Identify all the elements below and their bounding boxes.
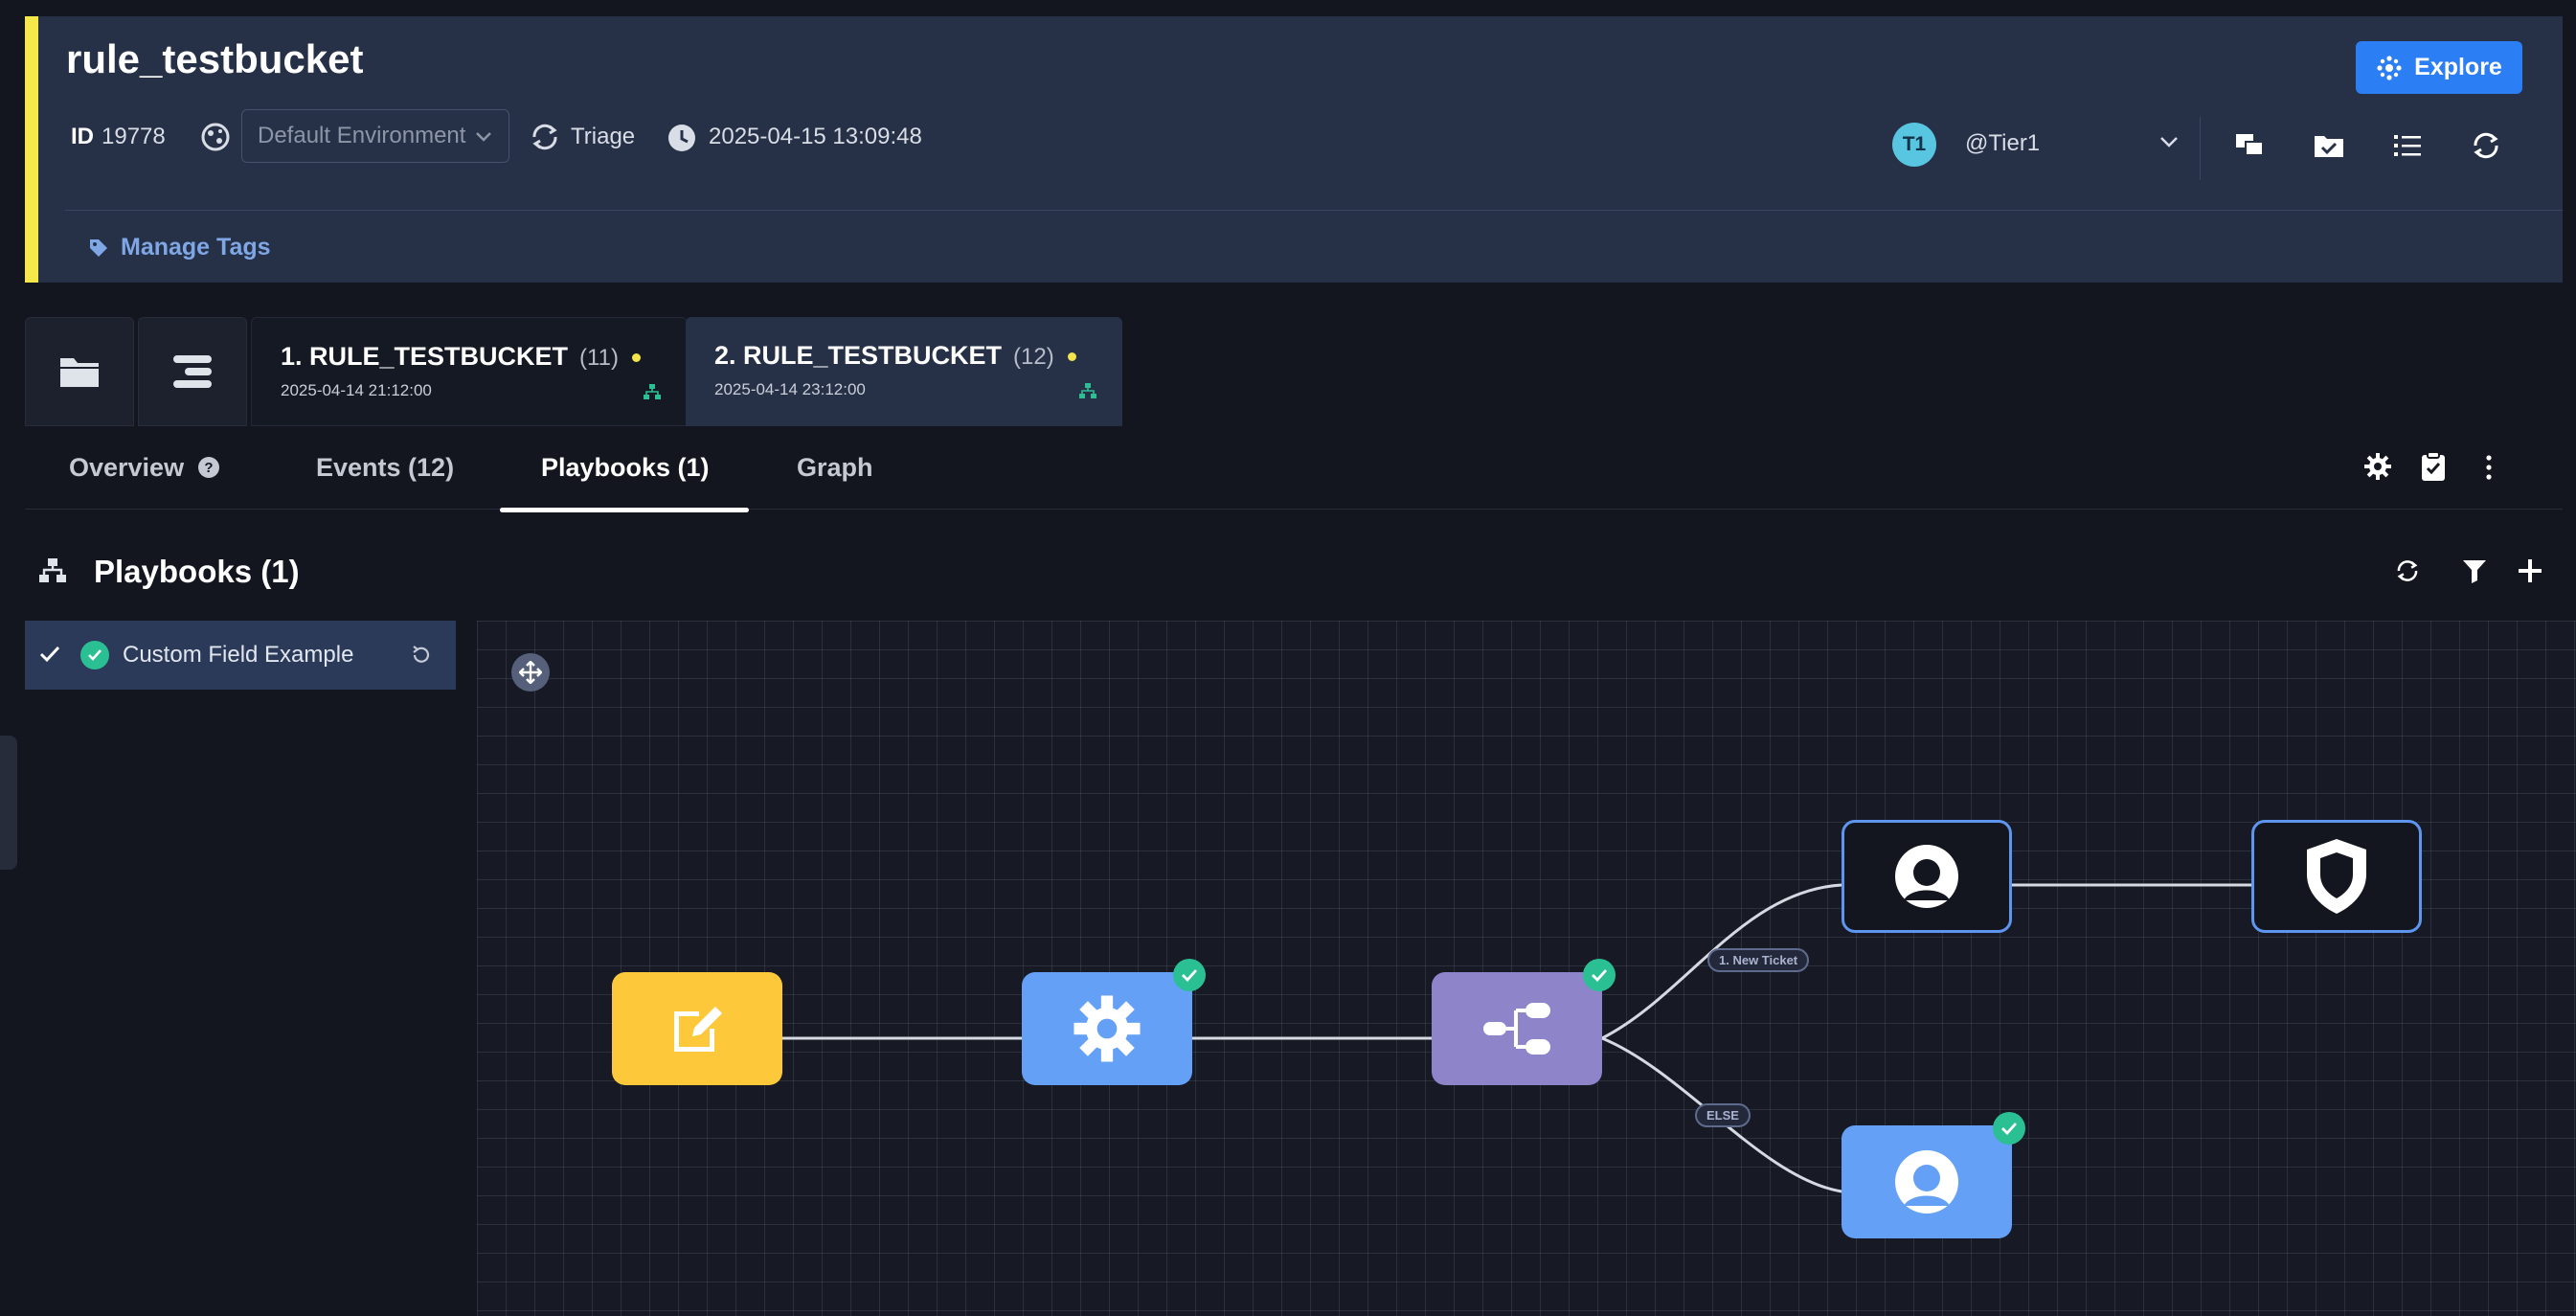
tab-graph[interactable]: Graph xyxy=(797,452,873,482)
edit-node[interactable] xyxy=(612,972,782,1085)
playbooks-title: Playbooks (1) xyxy=(94,554,300,589)
completed-check-icon xyxy=(1173,959,1206,991)
refresh-icon[interactable] xyxy=(2467,126,2505,165)
tab-events[interactable]: Events (12) xyxy=(316,452,455,482)
completed-check-icon xyxy=(1583,959,1616,991)
alerts-list-tab[interactable] xyxy=(138,317,247,426)
svg-text:?: ? xyxy=(204,460,213,476)
clipboard-check-icon[interactable] xyxy=(2421,451,2446,487)
manage-tags-label: Manage Tags xyxy=(121,234,271,261)
assignee-avatar: T1 xyxy=(1892,123,1936,167)
playbook-section-icon xyxy=(38,557,67,589)
manage-tags-link[interactable]: Manage Tags xyxy=(88,234,271,261)
user-node-new-ticket[interactable] xyxy=(1842,820,2012,933)
case-title: rule_testbucket xyxy=(66,36,364,81)
tab-overview[interactable]: Overview ? xyxy=(69,448,220,487)
alert-tab-count: (12) xyxy=(1013,344,1054,370)
environment-icon xyxy=(199,121,232,153)
refresh-icon[interactable] xyxy=(2394,557,2421,589)
edge-label-else: ELSE xyxy=(1695,1103,1751,1127)
chat-icon[interactable] xyxy=(2231,126,2270,165)
chevron-down-icon xyxy=(476,132,491,142)
filter-icon[interactable] xyxy=(2461,557,2488,589)
case-timestamp: 2025-04-15 13:09:48 xyxy=(709,124,922,149)
playbook-icon xyxy=(1079,383,1096,398)
header-vertical-divider xyxy=(2200,117,2201,180)
folder-tab[interactable] xyxy=(25,317,134,426)
user-node-else[interactable] xyxy=(1842,1125,2012,1238)
shield-icon xyxy=(2307,839,2366,914)
explore-button[interactable]: Explore xyxy=(2356,41,2522,94)
priority-accent-bar xyxy=(25,16,38,283)
action-node[interactable] xyxy=(1022,972,1192,1085)
stage-icon xyxy=(529,121,561,153)
alert-tab-title: 1. RULE_TESTBUCKET xyxy=(281,342,569,371)
folder-icon xyxy=(60,358,99,387)
user-icon xyxy=(1895,1150,1958,1214)
completed-check-icon xyxy=(1993,1112,2025,1145)
edge-label-new-ticket: 1. New Ticket xyxy=(1707,948,1810,972)
header-divider xyxy=(65,210,2563,211)
chevron-down-icon[interactable] xyxy=(2158,134,2180,154)
add-icon[interactable] xyxy=(2517,557,2543,589)
explore-icon xyxy=(2377,55,2402,80)
unread-dot xyxy=(1067,352,1076,362)
help-icon: ? xyxy=(198,457,220,478)
branch-icon xyxy=(1483,1003,1550,1055)
more-vertical-icon[interactable] xyxy=(2484,454,2494,486)
explore-button-label: Explore xyxy=(2414,54,2502,80)
playbook-icon xyxy=(644,384,661,399)
list-alt-icon xyxy=(173,355,212,388)
tabs-divider xyxy=(25,509,2563,510)
tab-overview-label: Overview xyxy=(69,452,185,482)
environment-select[interactable]: Default Environment xyxy=(241,109,509,163)
gear-icon xyxy=(1073,995,1141,1062)
case-id-value: 19778 xyxy=(102,124,166,149)
condition-node[interactable] xyxy=(1432,972,1602,1085)
alert-tab-title: 2. RULE_TESTBUCKET xyxy=(714,341,1003,370)
stage-value[interactable]: Triage xyxy=(571,124,636,149)
folder-check-icon[interactable] xyxy=(2310,126,2348,165)
tag-icon xyxy=(90,238,107,257)
alert-tab-1[interactable]: 1. RULE_TESTBUCKET (11) 2025-04-14 21:12:… xyxy=(251,317,688,426)
playbook-name: Custom Field Example xyxy=(123,642,354,668)
active-tab-indicator xyxy=(500,508,749,512)
clock-icon xyxy=(667,123,697,153)
list-icon[interactable] xyxy=(2388,126,2427,165)
alert-tab-count: (11) xyxy=(579,345,619,371)
user-icon xyxy=(1895,845,1958,908)
tab-playbooks[interactable]: Playbooks (1) xyxy=(541,452,710,482)
success-icon xyxy=(80,641,109,669)
alert-tab-2[interactable]: 2. RULE_TESTBUCKET (12) 2025-04-14 23:12:… xyxy=(686,317,1122,426)
alert-tab-date: 2025-04-14 21:12:00 xyxy=(281,381,432,399)
rerun-icon[interactable] xyxy=(410,644,433,671)
environment-select-value: Default Environment xyxy=(258,123,466,148)
settings-icon[interactable] xyxy=(2363,452,2392,486)
shield-node[interactable] xyxy=(2251,820,2422,933)
case-header xyxy=(25,16,2563,283)
check-icon xyxy=(38,644,61,669)
playbook-canvas[interactable] xyxy=(477,621,2576,1316)
sidebar-collapse-handle[interactable] xyxy=(0,736,17,870)
assignee-select[interactable]: @Tier1 xyxy=(1965,130,2041,156)
id-label: ID xyxy=(71,124,94,149)
move-icon[interactable] xyxy=(511,653,550,692)
edit-icon xyxy=(674,1007,722,1052)
unread-dot xyxy=(631,353,641,363)
alert-tab-date: 2025-04-14 23:12:00 xyxy=(714,380,866,398)
